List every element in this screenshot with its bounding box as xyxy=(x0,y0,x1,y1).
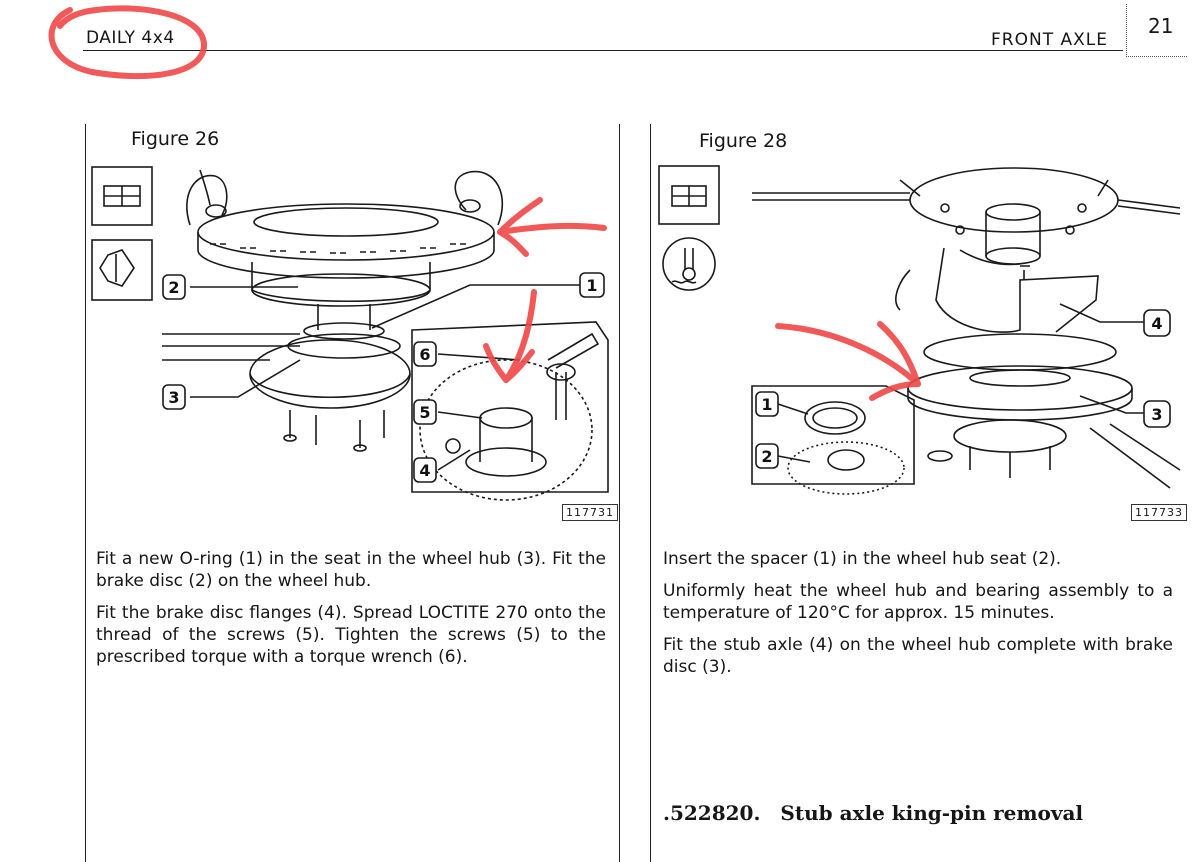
arrow-annotation-3 xyxy=(775,323,921,387)
sealant-symbol-icon xyxy=(91,239,153,301)
callout-6-label: 6 xyxy=(419,345,430,364)
callout-3-label: 3 xyxy=(168,388,179,407)
heat-thermometer-icon xyxy=(662,237,716,291)
callout-5 xyxy=(413,399,437,425)
callout-2 xyxy=(162,274,186,300)
callout-2 xyxy=(755,443,779,469)
left-column-rule xyxy=(85,124,86,862)
page-number-box xyxy=(1126,4,1187,57)
left-paragraph-2: Fit the brake disc flanges (4). Spread L… xyxy=(96,603,606,667)
right-column-rule xyxy=(650,124,651,862)
right-paragraph-1: Insert the spacer (1) in the wheel hub s… xyxy=(663,549,1062,569)
callout-3 xyxy=(162,384,186,410)
callout-5-label: 5 xyxy=(419,403,430,422)
left-paragraph-1: Fit a new O-ring (1) in the seat in the … xyxy=(96,549,606,591)
right-paragraph-2: Uniformly heat the wheel hub and bearing… xyxy=(663,581,1173,623)
callout-3-label: 3 xyxy=(1151,405,1162,424)
section-title: Stub axle king-pin removal xyxy=(780,801,1084,825)
callout-1 xyxy=(755,391,779,417)
callout-4-label: 4 xyxy=(419,461,430,480)
right-paragraph-3: Fit the stub axle (4) on the wheel hub c… xyxy=(663,635,1173,677)
callout-4 xyxy=(413,457,437,483)
figure-28-code: 117733 xyxy=(1131,504,1187,521)
circle-annotation xyxy=(48,5,208,80)
figure-26-title: Figure 26 xyxy=(131,128,220,150)
callout-1-label: 1 xyxy=(586,276,597,295)
header-section: FRONT AXLE xyxy=(991,30,1108,50)
header-model: DAILY 4x4 xyxy=(86,28,175,48)
callout-6 xyxy=(413,341,437,367)
figure-28-illustration: 4 3 1 2 xyxy=(658,165,1181,495)
disassembly-symbol-icon xyxy=(91,166,153,226)
figure-28-title: Figure 28 xyxy=(699,130,788,152)
page-number: 21 xyxy=(1148,14,1174,38)
callout-4-label: 4 xyxy=(1151,314,1162,333)
callout-1-label: 1 xyxy=(761,395,772,414)
callout-2-label: 2 xyxy=(761,447,772,466)
section-number: .522820. xyxy=(663,801,761,825)
center-column-rule xyxy=(619,124,620,862)
header-rule xyxy=(83,50,1123,51)
arrow-annotation-1 xyxy=(497,222,607,235)
callout-3 xyxy=(1143,400,1171,428)
figure-26-code: 117731 xyxy=(562,504,618,521)
section-heading: .522820. Stub axle king-pin removal xyxy=(663,801,1083,825)
callout-1 xyxy=(579,272,605,298)
figure-26-illustration: 2 3 1 6 5 4 xyxy=(91,166,609,501)
disassembly-symbol-icon xyxy=(658,165,720,225)
callout-4 xyxy=(1143,309,1171,337)
callout-2-label: 2 xyxy=(168,278,179,297)
